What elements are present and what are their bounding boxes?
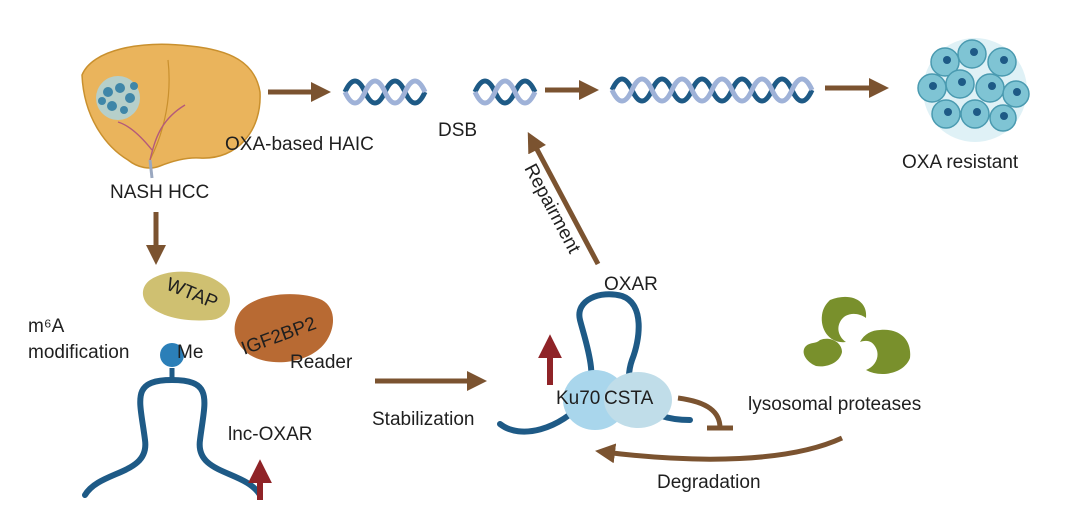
wtap-protein [142,271,231,321]
label-lysosomal-proteases: lysosomal proteases [748,394,921,415]
top-arrows [146,78,889,391]
label-lnc-oxar: lnc-OXAR [228,424,312,445]
arrow-repairment [527,132,601,266]
label-m6a: m⁶A [28,316,65,337]
label-modification: modification [28,342,129,363]
dna-broken-right [472,78,538,106]
liver-illustration [81,43,261,179]
label-dsb: DSB [438,120,477,141]
inhibition-arrow [677,395,723,429]
label-reader: Reader [290,352,353,373]
dna-repaired [609,76,815,104]
dna-broken-left [342,78,428,106]
label-oxa-haic: OXA-based HAIC [225,134,374,155]
degradation-arrow [595,435,844,464]
label-stabilization: Stabilization [372,409,474,430]
label-csta: CSTA [604,388,654,409]
label-ku70: Ku70 [556,388,600,409]
lnc-oxar-rna [82,343,263,498]
label-oxa-resistant: OXA resistant [902,152,1019,173]
label-nash-hcc: NASH HCC [110,182,209,203]
label-me: Me [177,342,203,363]
label-oxar: OXAR [604,274,658,295]
csta-protein [604,372,672,428]
label-degradation: Degradation [657,472,761,493]
igf2bp2-protein [234,294,334,363]
lysosomal-protease-icons [803,296,911,374]
resistant-cell-cluster [917,38,1030,142]
m6a-methyl-group [160,343,184,367]
tumor-cluster [96,76,140,120]
